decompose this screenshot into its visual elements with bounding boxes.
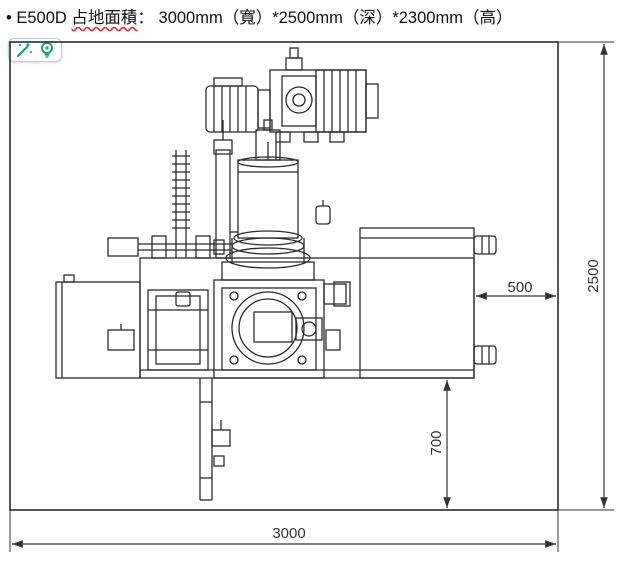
extension-lines <box>9 41 614 552</box>
right-offset-dimension-text: 500 <box>507 279 532 296</box>
pump-assembly <box>269 69 367 133</box>
chute-clamp <box>211 429 231 447</box>
caption: • E500D 占地面積： 3000mm（寬）*2500mm（深）*2300mm… <box>6 4 512 32</box>
lightbulb-icon[interactable] <box>39 41 55 59</box>
frame-fitting-a <box>323 283 347 305</box>
footprint-boundary <box>9 41 559 511</box>
magic-wand-icon[interactable] <box>15 41 33 59</box>
caption-model: E500D <box>16 9 67 27</box>
right-tank <box>359 227 475 379</box>
pump-top-fitting <box>285 57 303 71</box>
caption-bullet: • <box>6 9 12 27</box>
vertical-pipe <box>215 149 231 259</box>
control-box-gland <box>63 274 75 283</box>
bowl-rim-mid <box>231 237 305 255</box>
left-housing <box>147 289 209 371</box>
caption-separator: ： <box>137 9 154 27</box>
chamber-window <box>231 291 305 365</box>
bottom-offset-dimension-text: 700 <box>428 430 445 455</box>
side-rack-rungs <box>172 155 190 229</box>
control-box-switch <box>107 329 135 351</box>
tank-fitting-lower <box>473 345 497 365</box>
gauge <box>315 205 331 225</box>
width-dimension-text: 3000 <box>272 525 305 542</box>
chamber-valve <box>295 317 323 341</box>
depth-dimension-text: 2500 <box>585 259 602 292</box>
bowl-rim-upper <box>233 230 303 246</box>
control-box <box>55 281 141 379</box>
chamber-lid <box>221 261 315 281</box>
dimension-lines <box>11 43 608 548</box>
shaft-cap <box>107 237 139 257</box>
tank-fitting-upper <box>473 235 497 255</box>
machine-outline <box>55 47 497 501</box>
caption-spec: 3000mm（寬）*2500mm（深）*2300mm（高） <box>158 9 513 27</box>
caption-label: 占地面積 <box>71 9 138 27</box>
